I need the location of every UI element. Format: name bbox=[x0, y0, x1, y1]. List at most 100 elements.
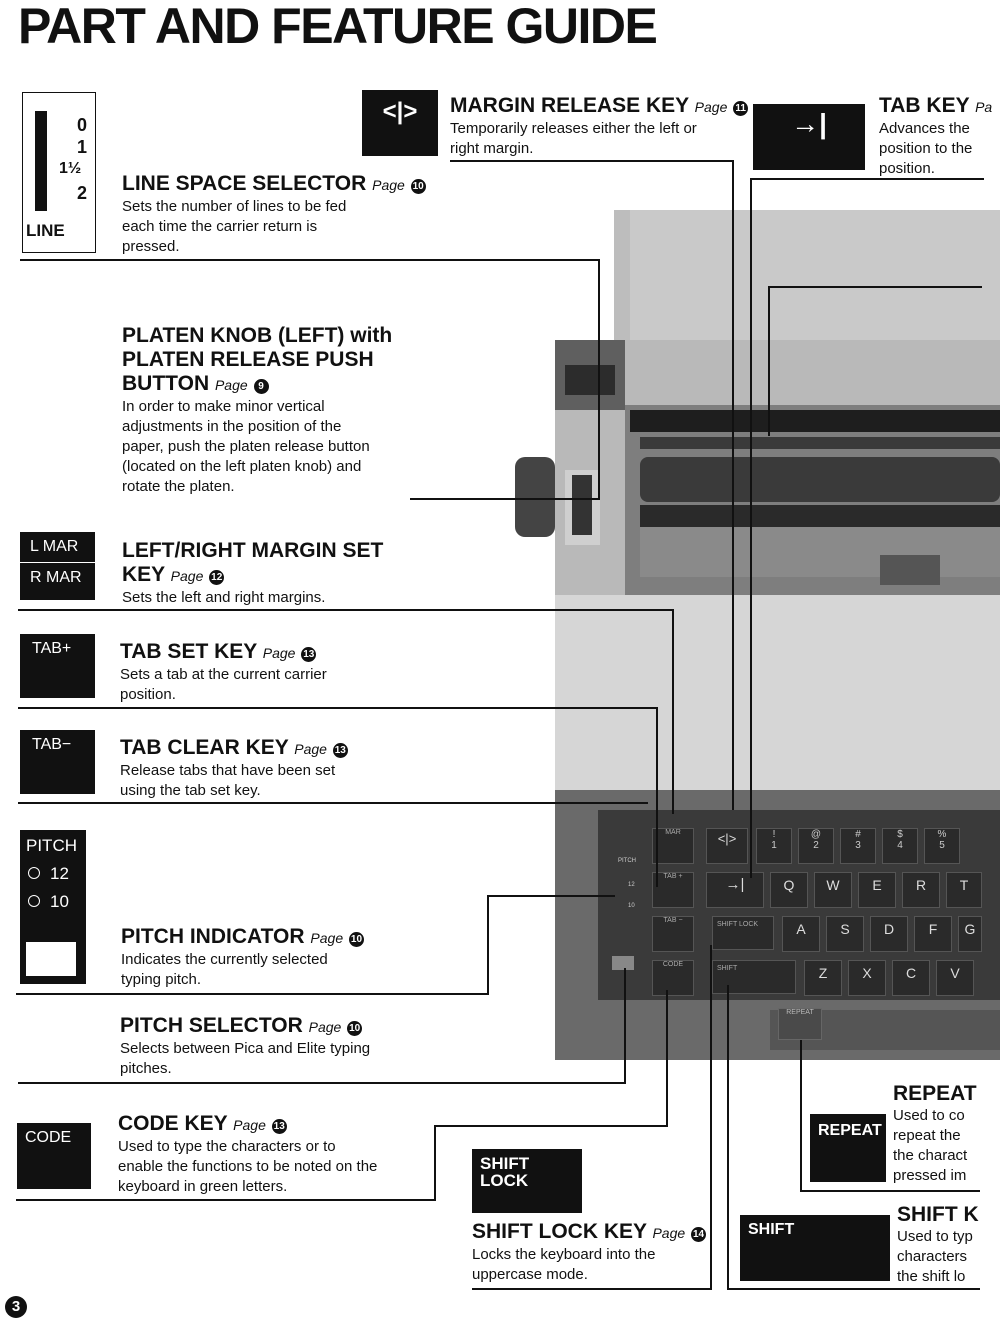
margin-release-title: MARGIN RELEASE KEY bbox=[450, 94, 689, 117]
kb-key-t[interactable]: T bbox=[946, 872, 982, 908]
shift-key-icon: SHIFT bbox=[740, 1215, 890, 1281]
pitch-10-light-icon bbox=[28, 895, 40, 907]
pitch-selector-title: PITCH SELECTOR bbox=[120, 1014, 303, 1037]
repeat-heading: REPEAT bbox=[893, 1082, 977, 1105]
kb-mar-key[interactable]: MAR bbox=[652, 828, 694, 864]
page-label: Page bbox=[308, 1019, 342, 1035]
pitch-indicator-desc-1: Indicates the currently selected bbox=[121, 951, 328, 968]
tab-set-desc-2: position. bbox=[120, 686, 176, 703]
kb-code-key[interactable]: CODE bbox=[652, 960, 694, 996]
kb-key-d[interactable]: D bbox=[870, 916, 908, 952]
platen-heading-3: BUTTON Page 9 bbox=[122, 372, 422, 397]
platen-knob-section: PLATEN KNOB (LEFT) with PLATEN RELEASE P… bbox=[122, 324, 422, 497]
code-key-section: CODE KEY Page 13 Used to type the charac… bbox=[118, 1112, 433, 1197]
kb-key-2-sym: @ bbox=[810, 829, 822, 840]
leader-line bbox=[800, 1040, 802, 1192]
leader-line bbox=[16, 1199, 436, 1201]
kb-key-e[interactable]: E bbox=[858, 872, 896, 908]
pitch-selector-desc-2: pitches. bbox=[120, 1060, 172, 1077]
kb-tab-plus-key[interactable]: TAB + bbox=[652, 872, 694, 908]
tab-set-heading: TAB SET KEY Page 13 bbox=[120, 640, 420, 665]
pitch-selector-desc-1: Selects between Pica and Elite typing bbox=[120, 1040, 371, 1057]
tab-set-key-icon: TAB+ bbox=[20, 634, 95, 698]
kb-key-x[interactable]: X bbox=[848, 960, 886, 996]
leader-line bbox=[598, 259, 600, 499]
leader-line bbox=[750, 178, 984, 180]
kb-tab-key[interactable]: →| bbox=[706, 872, 764, 908]
kb-key-5-digit: 5 bbox=[939, 840, 945, 851]
shift-lock-title: SHIFT LOCK KEY bbox=[472, 1220, 647, 1243]
line-selector-label: LINE bbox=[26, 221, 65, 240]
kb-repeat-key[interactable]: REPEAT bbox=[778, 1008, 822, 1040]
kb-key-3[interactable]: #3 bbox=[840, 828, 876, 864]
kb-shift-lock-label: SHIFT LOCK bbox=[717, 921, 759, 928]
line-space-desc-2: each time the carrier return is bbox=[122, 218, 318, 235]
kb-key-r[interactable]: R bbox=[902, 872, 940, 908]
platen-heading-1: PLATEN KNOB (LEFT) with bbox=[122, 324, 393, 347]
margin-release-heading: MARGIN RELEASE KEY Page 11 bbox=[450, 94, 750, 119]
kb-key-c[interactable]: C bbox=[892, 960, 930, 996]
margin-release-section: MARGIN RELEASE KEY Page 11 Temporarily r… bbox=[450, 94, 750, 159]
kb-key-v[interactable]: V bbox=[936, 960, 974, 996]
shift-lock-heading: SHIFT LOCK KEY Page 14 bbox=[472, 1220, 712, 1245]
pitch-indicator-heading: PITCH INDICATOR Page 10 bbox=[121, 925, 441, 950]
line-space-section: LINE SPACE SELECTOR Page 10 Sets the num… bbox=[122, 172, 442, 257]
tab-key-heading: TAB KEY Pa bbox=[879, 94, 1000, 119]
code-key-desc-1: Used to type the characters or to bbox=[118, 1138, 336, 1155]
code-key-desc-3: keyboard in green letters. bbox=[118, 1178, 288, 1195]
pitch-opt-12: 12 bbox=[20, 856, 86, 884]
margin-release-key-icon: <|> bbox=[362, 90, 438, 156]
page-ref-badge: 10 bbox=[410, 179, 426, 194]
leader-line bbox=[20, 259, 600, 261]
pitch-opt-10: 10 bbox=[20, 884, 86, 912]
leader-line bbox=[710, 945, 712, 1290]
tab-arrow-key-icon: →| bbox=[753, 104, 865, 170]
l-mar-label: L MAR bbox=[30, 538, 79, 555]
tab-key-page: Pa bbox=[975, 99, 993, 115]
repeat-key-icon: REPEAT bbox=[810, 1114, 886, 1182]
line-mark-1: 1 bbox=[77, 137, 88, 157]
margin-set-key-icon: L MAR R MAR bbox=[20, 532, 95, 600]
kb-shift-key[interactable]: SHIFT bbox=[712, 960, 796, 994]
shift-lock-key-line-1: SHIFT bbox=[480, 1154, 530, 1173]
tab-key-section: TAB KEY Pa Advances the position to the … bbox=[879, 94, 1000, 179]
leader-line bbox=[750, 178, 752, 878]
kb-key-3-digit: 3 bbox=[855, 840, 861, 851]
leader-line bbox=[16, 993, 488, 995]
kb-shift-lock-key[interactable]: SHIFT LOCK bbox=[712, 916, 774, 950]
kb-key-z[interactable]: Z bbox=[804, 960, 842, 996]
kb-key-5[interactable]: %5 bbox=[924, 828, 960, 864]
kb-key-4[interactable]: $4 bbox=[882, 828, 918, 864]
line-mark-1-5: 1½ bbox=[59, 160, 82, 177]
kb-key-s[interactable]: S bbox=[826, 916, 864, 952]
kb-key-2-digit: 2 bbox=[813, 840, 819, 851]
repeat-desc-4: pressed im bbox=[893, 1167, 967, 1184]
kb-key-1[interactable]: !1 bbox=[756, 828, 792, 864]
leader-line bbox=[727, 1288, 980, 1290]
shift-section: SHIFT K Used to typ characters the shift… bbox=[897, 1203, 1000, 1287]
leader-line bbox=[672, 609, 674, 814]
line-space-title: LINE SPACE SELECTOR bbox=[122, 172, 367, 195]
tab-set-section: TAB SET KEY Page 13 Sets a tab at the cu… bbox=[120, 640, 420, 705]
kb-key-q[interactable]: Q bbox=[770, 872, 808, 908]
kb-key-a[interactable]: A bbox=[782, 916, 820, 952]
leader-line bbox=[18, 1082, 626, 1084]
margin-release-desc-2: right margin. bbox=[450, 140, 534, 157]
pitch-selector-section: PITCH SELECTOR Page 10 Selects between P… bbox=[120, 1014, 440, 1079]
repeat-section: REPEAT Used to co repeat the the charact… bbox=[893, 1082, 1000, 1186]
kb-margin-release-key[interactable]: <|> bbox=[706, 828, 748, 864]
kb-key-f[interactable]: F bbox=[914, 916, 952, 952]
kb-key-2[interactable]: @2 bbox=[798, 828, 834, 864]
tab-clear-heading: TAB CLEAR KEY Page 13 bbox=[120, 736, 420, 761]
code-key-desc-2: enable the functions to be noted on the bbox=[118, 1158, 378, 1175]
kb-key-w[interactable]: W bbox=[814, 872, 852, 908]
leader-line bbox=[450, 160, 734, 162]
shift-lock-desc-1: Locks the keyboard into the bbox=[472, 1246, 656, 1263]
page-ref-badge: 14 bbox=[691, 1227, 707, 1242]
pitch-indicator-section: PITCH INDICATOR Page 10 Indicates the cu… bbox=[121, 925, 441, 990]
page-label: Page bbox=[694, 99, 728, 115]
kb-tab-minus-key[interactable]: TAB − bbox=[652, 916, 694, 952]
pitch-selector-button[interactable] bbox=[26, 942, 76, 976]
code-key-heading: CODE KEY Page 13 bbox=[118, 1112, 433, 1137]
kb-key-g[interactable]: G bbox=[958, 916, 982, 952]
